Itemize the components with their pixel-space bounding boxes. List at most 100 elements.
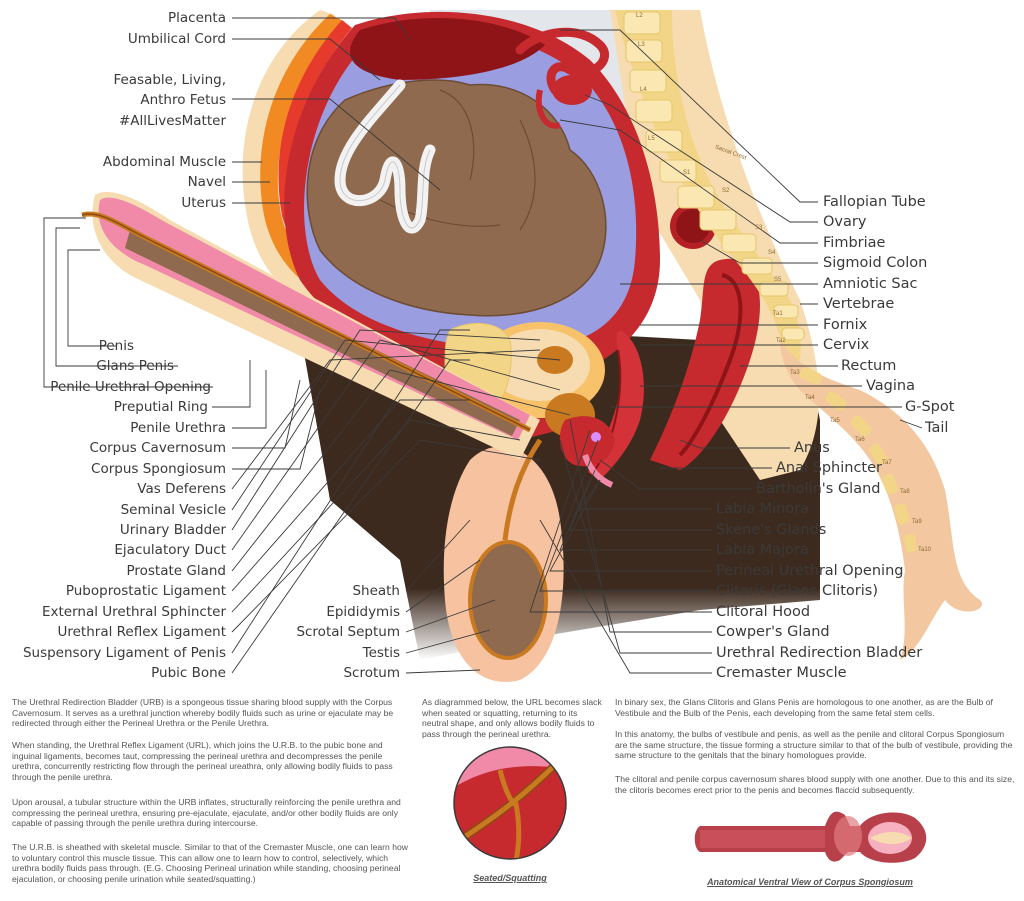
label-preputial-ring: Preputial Ring bbox=[113, 399, 208, 415]
label-anus: Anus bbox=[794, 440, 830, 456]
label-vas-deferens: Vas Deferens bbox=[137, 481, 226, 497]
vertebra-label: S3 bbox=[755, 225, 763, 231]
label-navel: Navel bbox=[187, 174, 226, 190]
label-perineal-urethral-opening: Perineal Urethral Opening bbox=[716, 563, 904, 579]
text-block-left-3: Upon arousal, a tubular structure within… bbox=[12, 797, 401, 829]
label-labia-majora: Labia Majora bbox=[716, 542, 809, 558]
label-clitoral-hood: Clitoral Hood bbox=[716, 604, 811, 620]
label-fetus-line1: Feasable, Living, bbox=[113, 72, 226, 88]
label-vertebrae: Vertebrae bbox=[823, 296, 895, 312]
vertebra-label: L2 bbox=[636, 13, 643, 19]
label-urethral-reflex-ligament: Urethral Reflex Ligament bbox=[57, 624, 226, 640]
label-cremaster-muscle: Cremaster Muscle bbox=[716, 665, 847, 681]
label-ejaculatory-duct: Ejaculatory Duct bbox=[114, 542, 226, 558]
label-urinary-bladder: Urinary Bladder bbox=[119, 522, 226, 538]
fetus bbox=[306, 79, 607, 317]
label-fallopian-tube: Fallopian Tube bbox=[823, 194, 926, 210]
label-puboprostatic-ligament: Puboprostatic Ligament bbox=[65, 583, 226, 599]
label-fimbriae: Fimbriae bbox=[823, 235, 886, 251]
label-placenta: Placenta bbox=[167, 10, 226, 26]
rectum bbox=[650, 258, 760, 470]
vertebra-label: Ta1 bbox=[773, 311, 783, 317]
label-fornix: Fornix bbox=[823, 317, 868, 333]
caption-corpus-spongiosum: Anatomical Ventral View of Corpus Spongi… bbox=[707, 877, 913, 887]
vagina bbox=[588, 330, 644, 480]
label-seminal-vesicle: Seminal Vesicle bbox=[120, 502, 226, 518]
label-penis: Penis bbox=[98, 338, 134, 354]
caption-seated-squatting: Seated/Squatting bbox=[473, 873, 547, 883]
vertebrae bbox=[623, 11, 805, 341]
text-block-right-3: The clitoral and penile corpus cavernosu… bbox=[615, 774, 1015, 795]
corpus-cavernosum bbox=[125, 230, 520, 436]
label-corpus-spongiosum: Corpus Spongiosum bbox=[91, 461, 226, 477]
clitoris bbox=[559, 416, 615, 467]
label-pubic-bone: Pubic Bone bbox=[151, 665, 226, 681]
label-penile-urethra: Penile Urethra bbox=[130, 420, 226, 436]
placenta bbox=[349, 18, 545, 80]
label-scrotal-septum: Scrotal Septum bbox=[296, 624, 400, 640]
label-ovary: Ovary bbox=[823, 214, 867, 230]
vertebra-label: S5 bbox=[774, 277, 782, 283]
text-block-right-2: In this anatomy, the bulbs of vestibule … bbox=[615, 729, 1013, 761]
label-sheath: Sheath bbox=[352, 583, 400, 599]
vertebra-label: S2 bbox=[722, 188, 730, 194]
label-tail: Tail bbox=[925, 420, 949, 436]
seated-squatting-inset bbox=[454, 747, 566, 859]
label-urethral-redirection-bladder: Urethral Redirection Bladder bbox=[716, 645, 923, 661]
label-labia-minora: Labia Minora bbox=[716, 501, 810, 517]
vertebra-label: Ta9 bbox=[912, 519, 922, 525]
label-glans-penis: Glans Penis bbox=[96, 358, 174, 374]
label-epididymis: Epididymis bbox=[326, 604, 400, 620]
text-block-left-4: The U.R.B. is sheathed with skeletal mus… bbox=[12, 842, 408, 884]
vertebra-label: Ta3 bbox=[790, 370, 800, 376]
label-prostate-gland: Prostate Gland bbox=[126, 563, 226, 579]
vertebra-label: S4 bbox=[768, 250, 776, 256]
testis bbox=[468, 540, 548, 660]
text-block-left-1: The Urethral Redirection Bladder (URB) i… bbox=[12, 697, 394, 729]
label-bartholins-gland: Bartholin's Gland bbox=[756, 481, 881, 497]
text-block-center: As diagrammed below, the URL becomes sla… bbox=[422, 697, 602, 739]
label-abdominal-muscle: Abdominal Muscle bbox=[102, 154, 226, 170]
text-block-right-1: In binary sex, the Glans Clitoris and Gl… bbox=[615, 697, 993, 718]
fallopian-tube bbox=[515, 27, 609, 95]
label-uterus: Uterus bbox=[181, 195, 226, 211]
label-skenes-glands: Skene's Glands bbox=[716, 522, 827, 538]
label-external-urethral-sphincter: External Urethral Sphincter bbox=[41, 604, 226, 620]
tail bbox=[780, 340, 982, 660]
label-g-spot: G-Spot bbox=[905, 399, 955, 415]
vertebra-label: Ta8 bbox=[900, 489, 910, 495]
label-corpus-cavernosum: Corpus Cavernosum bbox=[89, 440, 226, 456]
ovary bbox=[552, 75, 592, 105]
label-rectum: Rectum bbox=[841, 358, 897, 374]
label-penile-urethral-opening: Penile Urethral Opening bbox=[50, 379, 211, 395]
corpus-spongiosum-view bbox=[694, 811, 927, 863]
label-cowpers-gland: Cowper's Gland bbox=[716, 624, 830, 640]
label-sigmoid-colon: Sigmoid Colon bbox=[823, 255, 928, 271]
label-fetus-line2: Anthro Fetus bbox=[140, 92, 226, 108]
label-testis: Testis bbox=[362, 645, 400, 661]
label-cervix: Cervix bbox=[823, 337, 870, 353]
label-amniotic-sac: Amniotic Sac bbox=[823, 276, 918, 292]
label-scrotum: Scrotum bbox=[343, 665, 400, 681]
tail-vertebrae bbox=[799, 367, 917, 553]
vertebra-label: Ta5 bbox=[830, 418, 840, 424]
vertebra-label: Ta4 bbox=[805, 395, 815, 401]
label-vagina: Vagina bbox=[866, 378, 915, 394]
label-anal-sphincter: Anal Sphincter bbox=[776, 460, 882, 476]
vertebra-label: L5 bbox=[648, 136, 655, 142]
label-fetus-line3: #AllLivesMatter bbox=[118, 113, 226, 129]
leader-lines bbox=[43, 17, 923, 674]
vertebra-label: Ta10 bbox=[918, 547, 932, 553]
vertebra-label: S1 bbox=[683, 170, 691, 176]
label-clitoris: Clitoris (Glans Clitoris) bbox=[716, 583, 878, 599]
text-block-left-2: When standing, the Urethral Reflex Ligam… bbox=[12, 740, 393, 782]
label-suspensory-ligament: Suspensory Ligament of Penis bbox=[22, 645, 226, 661]
vertebra-label: Ta2 bbox=[776, 338, 786, 344]
vertebra-label: L3 bbox=[638, 42, 645, 48]
vertebra-label: L4 bbox=[640, 87, 647, 93]
vertebra-label: Ta6 bbox=[855, 437, 865, 443]
vertebra-label: Ta7 bbox=[882, 460, 892, 466]
label-umbilical-cord: Umbilical Cord bbox=[127, 31, 226, 47]
